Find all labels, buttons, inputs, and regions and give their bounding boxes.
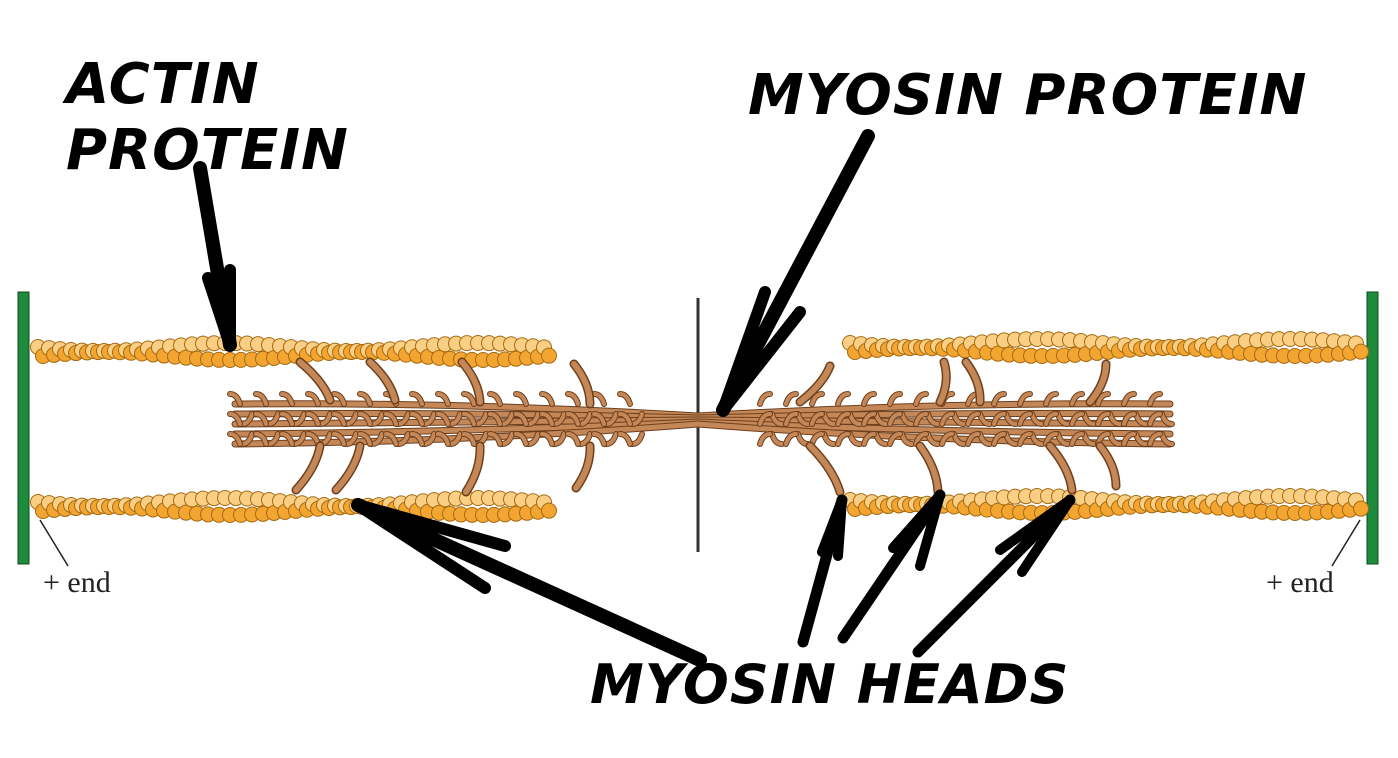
plus-end-label-left: + end bbox=[43, 566, 111, 599]
annotation-arrows bbox=[193, 129, 1076, 667]
myosin-protein-arrow bbox=[716, 129, 875, 417]
actin-filament-top-right bbox=[842, 331, 1369, 364]
plus-end-label-right: + end bbox=[1266, 566, 1334, 599]
myosin-head-arrow-2 bbox=[837, 489, 946, 644]
myosin-head-arrow-1 bbox=[797, 494, 848, 648]
plus-end-leader-left bbox=[39, 519, 69, 567]
z-line-left bbox=[17, 291, 30, 565]
z-line-right bbox=[1366, 291, 1379, 565]
plus-end-leader-right bbox=[1331, 519, 1361, 567]
myosin-head-arrow-3 bbox=[912, 494, 1076, 658]
actin-label-line1: ACTIN bbox=[66, 52, 260, 117]
myosin-thick-filament bbox=[227, 357, 1175, 497]
actin-filament-bottom-left bbox=[30, 490, 557, 523]
myosin-heads-label: MYOSIN HEADS bbox=[590, 653, 1070, 716]
myosin-head-arrow-left bbox=[351, 498, 707, 667]
myosin-protein-label: MYOSIN PROTEIN bbox=[748, 63, 1308, 128]
actin-arrow bbox=[193, 161, 237, 352]
actin-filament-top-left bbox=[30, 335, 557, 368]
actin-protein-label: ACTIN PROTEIN bbox=[66, 52, 349, 184]
actin-label-line2: PROTEIN bbox=[66, 118, 349, 183]
